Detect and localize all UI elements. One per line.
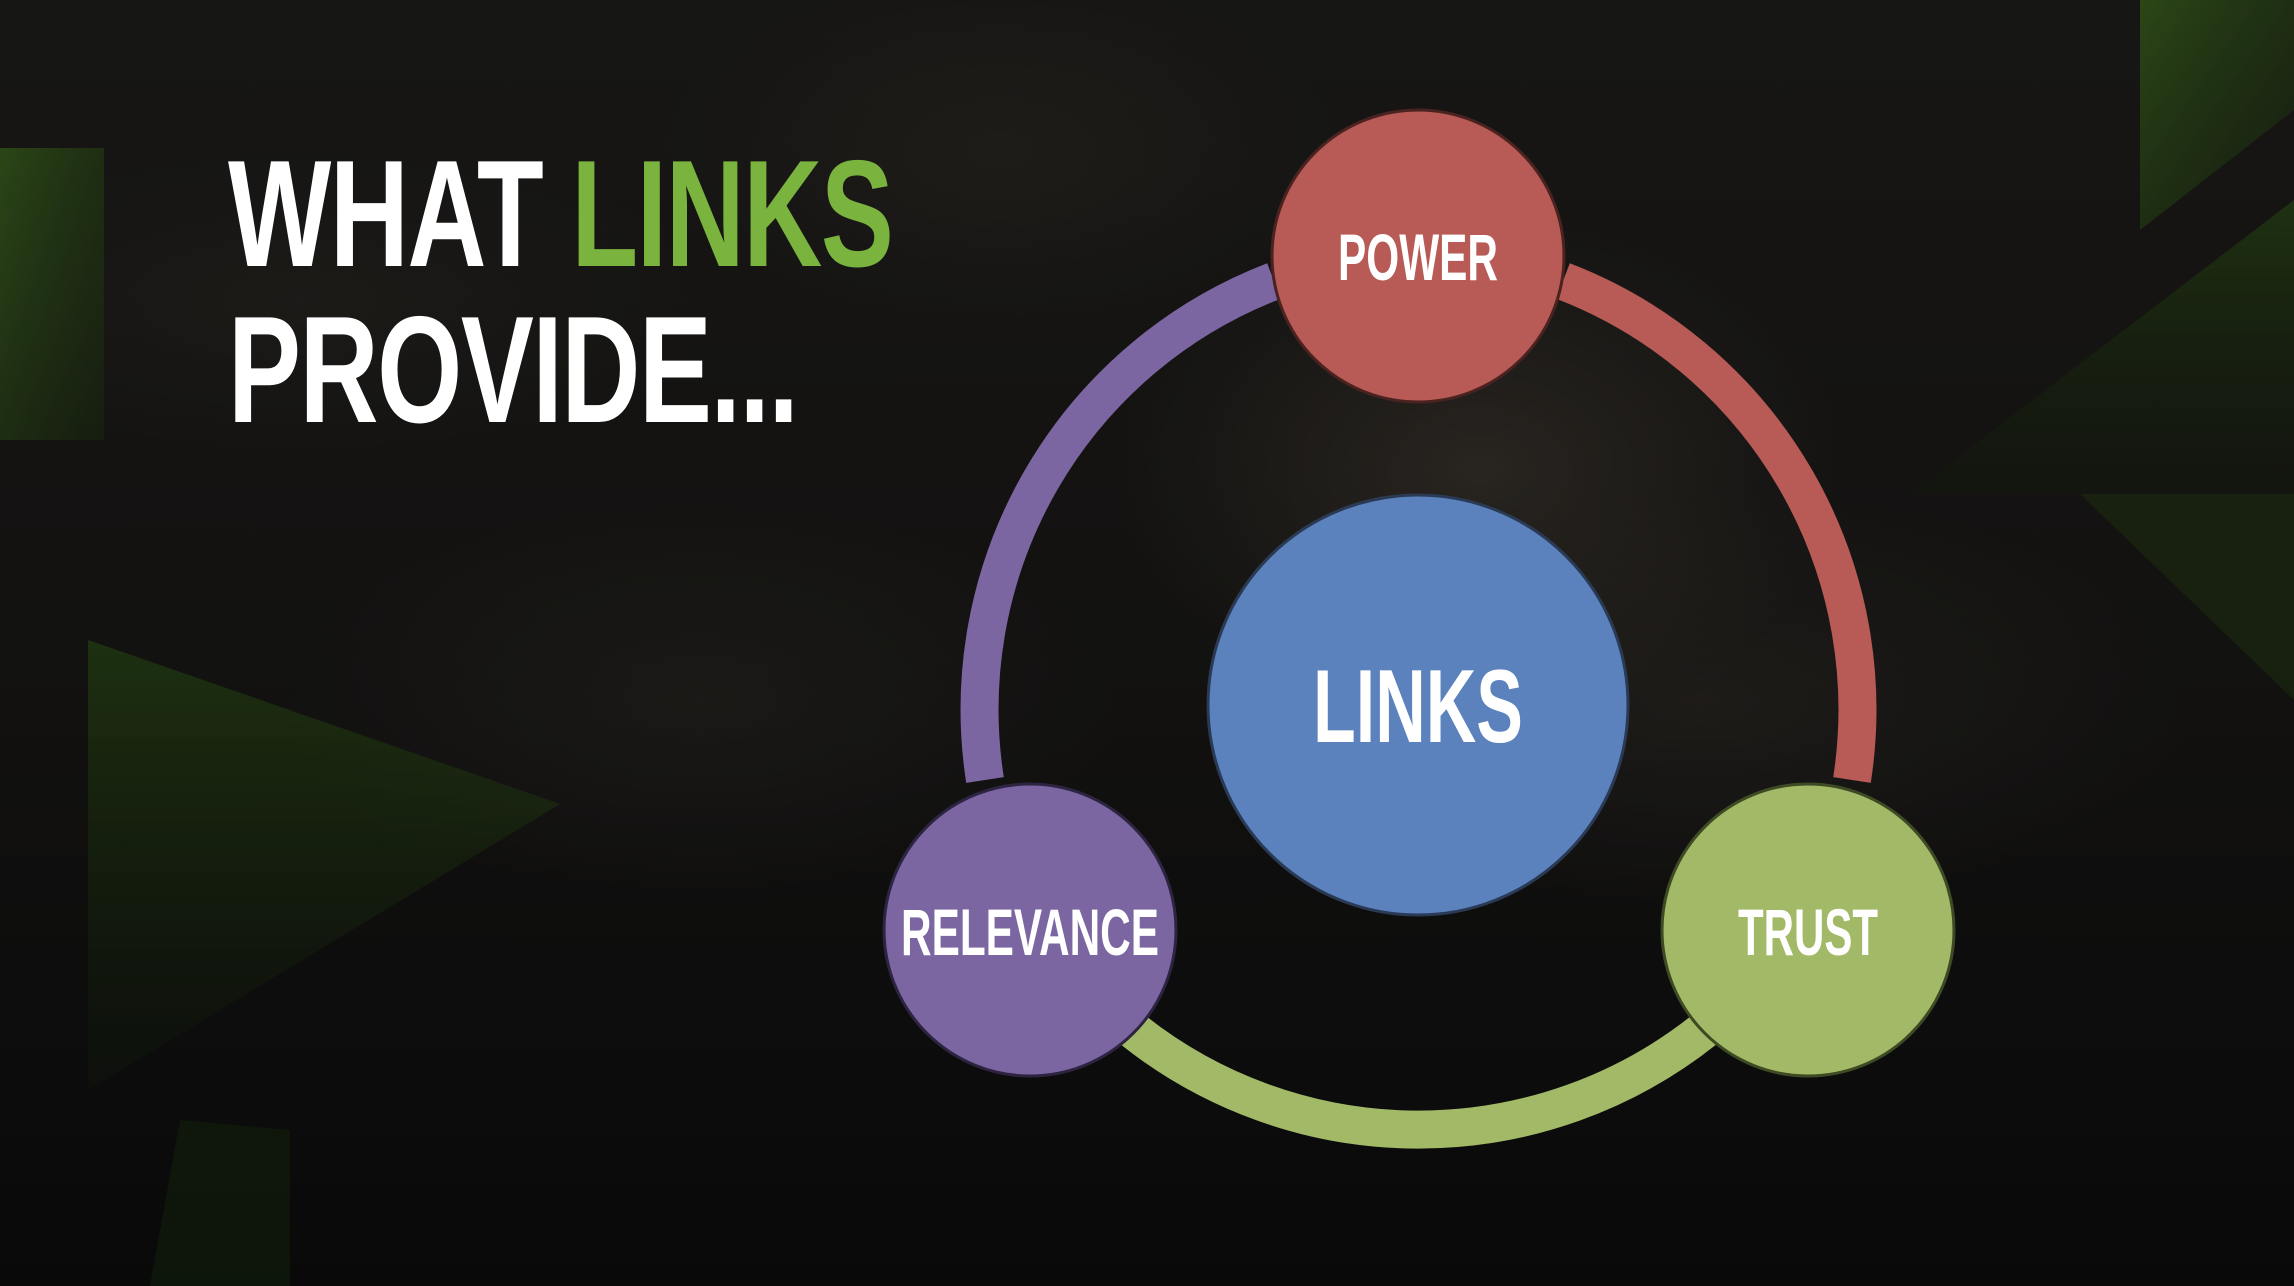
arc-relevance-power [960,263,1281,783]
arc-trust-relevance [1121,1015,1716,1149]
deco-right-top [2140,0,2294,230]
title-word-links: LINKS [571,129,894,299]
node-trust: TRUST [1660,782,1956,1078]
node-relevance: RELEVANCE [882,782,1178,1078]
deco-right-lower [2080,494,2294,700]
deco-right-triangle [1910,200,2294,494]
node-trust-label: TRUST [1738,895,1878,969]
center-circle [1206,493,1630,917]
node-power: POWER [1270,108,1566,404]
center-node-links: LINKS [1206,493,1630,917]
page-title: WHAT LINKS PROVIDE... [228,138,894,455]
node-relevance-circle [882,782,1178,1078]
deco-left-triangle [88,640,560,1090]
center-label: LINKS [1313,649,1523,765]
node-trust-circle [1660,782,1956,1078]
node-power-circle [1270,108,1566,404]
title-word-what: WHAT [228,129,544,299]
arc-power-trust [1556,263,1877,783]
deco-left-bar [0,148,104,440]
title-line-provide: PROVIDE... [228,285,799,455]
node-relevance-label: RELEVANCE [901,895,1159,969]
node-power-label: POWER [1338,220,1498,294]
deco-bottom-shape [150,1120,290,1286]
